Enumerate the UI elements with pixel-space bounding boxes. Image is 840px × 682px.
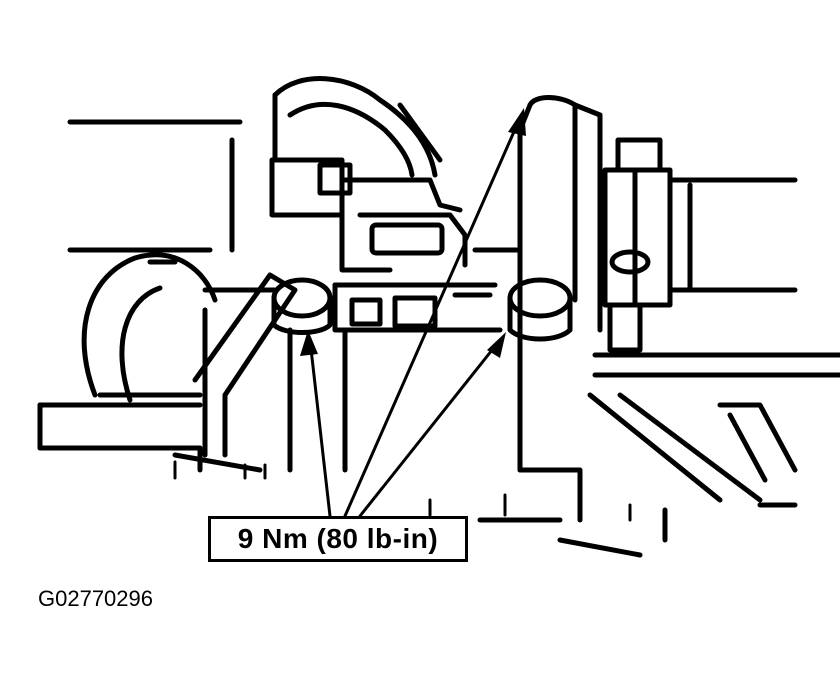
figure-id: G02770296 <box>38 586 153 611</box>
lower-right-structure <box>477 352 840 558</box>
arrowhead-bracket-top <box>508 108 526 136</box>
callout-leaders <box>308 116 522 518</box>
arrowhead-left-bolt <box>300 330 318 356</box>
torque-label: 9 Nm (80 lb-in) <box>237 523 439 554</box>
lower-tick-marks <box>173 460 632 522</box>
vertical-bracket <box>472 95 603 523</box>
central-body <box>202 282 503 473</box>
pulley-housing <box>81 252 218 403</box>
left-bolt <box>271 277 333 335</box>
arrowhead-right-bolt <box>487 332 506 358</box>
arrowheads <box>300 108 526 358</box>
right-bolt <box>507 277 573 342</box>
sensor-housing <box>269 76 468 273</box>
torque-callout-box: 9 Nm (80 lb-in) <box>208 516 468 562</box>
right-stud-column <box>602 137 798 353</box>
left-frame-lines <box>37 119 243 451</box>
